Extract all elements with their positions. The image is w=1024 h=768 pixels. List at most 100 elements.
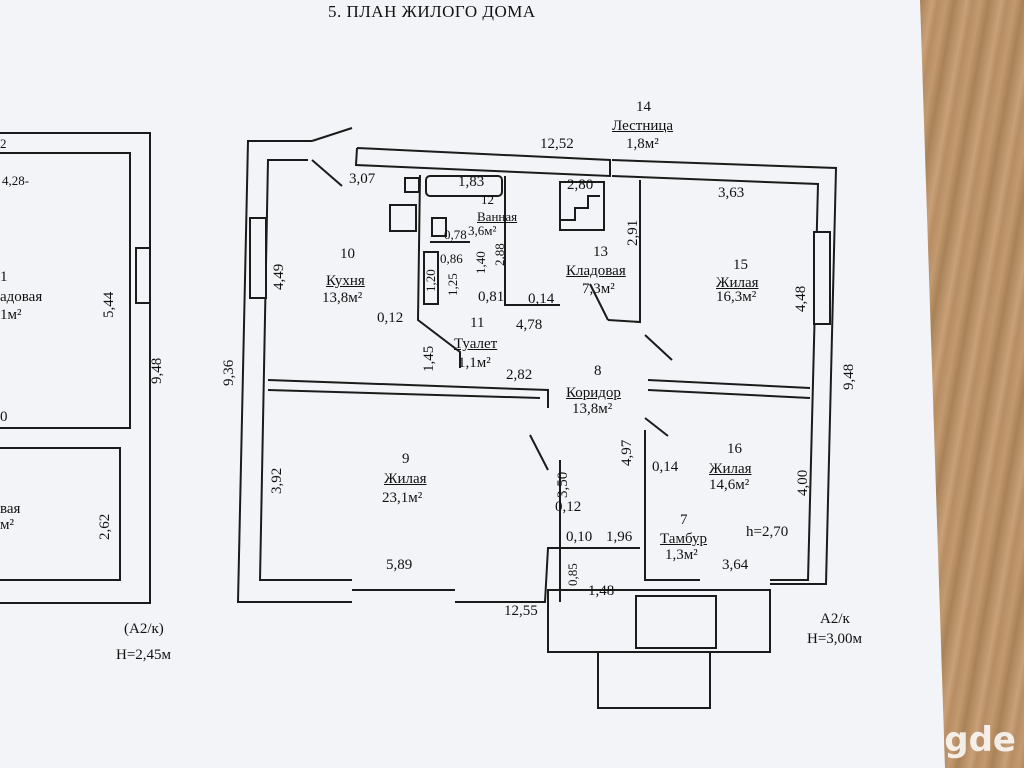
room11-area: 1,1м² xyxy=(458,355,491,371)
left-dim-948: 9,48 xyxy=(149,357,165,384)
stove xyxy=(389,204,417,232)
left-dim-428: 4,28- xyxy=(2,173,30,188)
wall-kitchen-room9-b xyxy=(267,389,541,399)
wall-bath-right xyxy=(504,176,560,306)
left-room2-name: вая xyxy=(0,501,21,517)
outer-wall-top-right-inner xyxy=(611,175,820,581)
dim-1-20: 1,20 xyxy=(423,269,438,292)
dim-2-91: 2,91 xyxy=(625,219,641,246)
dim-4-49: 4,49 xyxy=(271,263,287,290)
room14-name: Лестница xyxy=(612,118,674,134)
room11-name: Туалет xyxy=(454,336,498,352)
left-dim-0: 0 xyxy=(0,409,8,425)
room9-name: Жилая xyxy=(384,471,427,487)
dim-4-00: 4,00 xyxy=(795,469,811,496)
room11-num: 11 xyxy=(470,315,485,331)
dim-0-14-a: 0,14 xyxy=(528,291,555,307)
washbasin xyxy=(431,217,447,237)
dim-1-83: 1,83 xyxy=(458,174,485,190)
room8-num: 8 xyxy=(594,363,602,379)
left-room2-area: м² xyxy=(0,517,14,533)
porch xyxy=(547,589,771,653)
wall-room15-room16 xyxy=(647,379,811,389)
dim-9-48: 9,48 xyxy=(841,363,857,390)
watermark-logo: gde xyxy=(944,720,1016,760)
room15-window xyxy=(813,231,831,325)
room12-num: 12 xyxy=(481,192,494,207)
entry-steps-lower xyxy=(597,651,711,709)
dim-9-36: 9,36 xyxy=(221,359,237,386)
wall-storage-right xyxy=(607,180,641,324)
room15-name: Жилая xyxy=(716,275,759,291)
wall-bath-left xyxy=(416,174,461,368)
room15-num: 15 xyxy=(733,257,748,273)
dim-5-89: 5,89 xyxy=(386,557,413,573)
dim-0-12-a: 0,12 xyxy=(377,310,404,326)
wall-kitchen-room9 xyxy=(267,379,549,408)
left-building-inner2 xyxy=(0,447,121,581)
dim-12-55: 12,55 xyxy=(504,603,538,619)
dim-12-52: 12,52 xyxy=(540,136,574,152)
dim-0-78: 0,78 xyxy=(444,227,467,242)
room10-area: 13,8м² xyxy=(322,290,363,306)
room8-name: Коридор xyxy=(566,385,621,401)
dim-3-64: 3,64 xyxy=(722,557,749,573)
dim-0-86: 0,86 xyxy=(440,251,463,266)
entry-door-bottom xyxy=(311,159,343,187)
dim-4-97: 4,97 xyxy=(619,439,635,466)
room15-area: 16,3м² xyxy=(716,289,757,305)
dim-2-88: 2,88 xyxy=(492,243,507,266)
left-building-height: H=2,45м xyxy=(116,647,172,663)
dim-4-48: 4,48 xyxy=(793,285,809,312)
sink xyxy=(404,177,420,193)
dim-1-96: 1,96 xyxy=(606,529,633,545)
outer-wall-left-inner xyxy=(258,159,352,581)
ceiling-height-2-70: h=2,70 xyxy=(746,524,789,540)
room10-num: 10 xyxy=(340,246,355,262)
outer-wall-left xyxy=(236,140,352,603)
dim-0-81: 0,81 xyxy=(478,289,505,305)
dim-0-14-b: 0,14 xyxy=(652,459,679,475)
left-window xyxy=(135,247,151,304)
bathtub xyxy=(425,175,503,197)
door-storage xyxy=(589,283,609,321)
room14-area: 1,8м² xyxy=(626,136,659,152)
room16-name: Жилая xyxy=(709,461,752,477)
dim-1-25: 1,25 xyxy=(445,273,460,296)
room8-area: 13,8м² xyxy=(572,401,613,417)
room13-num: 13 xyxy=(593,244,608,260)
dim-0-10: 0,10 xyxy=(566,529,593,545)
room16-num: 16 xyxy=(727,441,742,457)
stair-symbol xyxy=(559,181,605,231)
room14-num: 14 xyxy=(636,99,651,115)
dim-1-48: 1,48 xyxy=(588,583,615,599)
entry-door-top xyxy=(311,127,353,142)
dim-2-82: 2,82 xyxy=(506,367,533,383)
front-wall-right xyxy=(455,547,561,603)
dim-3-92: 3,92 xyxy=(269,467,285,494)
left-building-code: (А2/к) xyxy=(124,621,164,637)
dim-0-12-b: 0,12 xyxy=(555,499,582,515)
room16-area: 14,6м² xyxy=(709,477,750,493)
wall-corridor-room16 xyxy=(644,430,700,581)
building-height: H=3,00м xyxy=(807,631,863,647)
left-building-inner xyxy=(0,152,131,429)
left-dim-top: 2 xyxy=(0,136,7,151)
room10-name: Кухня xyxy=(326,273,365,289)
door-room15 xyxy=(644,334,673,361)
left-room1-area: 1м² xyxy=(0,307,22,323)
left-building-outline xyxy=(0,132,151,604)
room7-area: 1,3м² xyxy=(665,547,698,563)
building-code: А2/к xyxy=(820,611,850,627)
room9-num: 9 xyxy=(402,451,410,467)
kitchen-window xyxy=(249,217,267,299)
outer-wall-top xyxy=(354,147,611,178)
dim-2-80: 2,80 xyxy=(567,177,594,193)
door-room9 xyxy=(529,434,549,471)
page-title: 5. ПЛАН ЖИЛОГО ДОМА xyxy=(328,2,536,21)
room12-area: 3,6м² xyxy=(468,223,497,238)
dim-3-63: 3,63 xyxy=(718,185,745,201)
left-dim-544: 5,44 xyxy=(101,291,117,318)
room13-name: Кладовая xyxy=(566,263,626,279)
